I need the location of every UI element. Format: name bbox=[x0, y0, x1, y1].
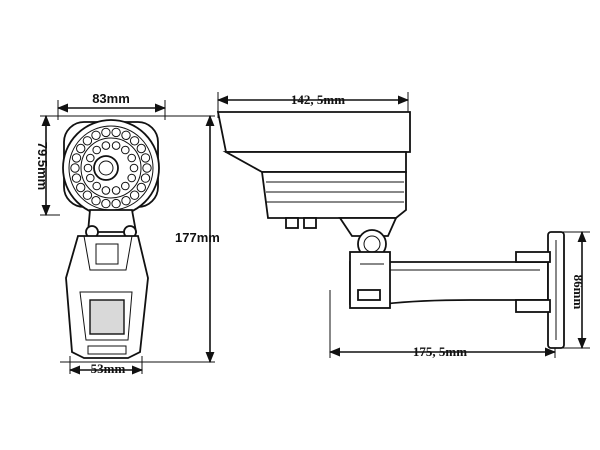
ir-led bbox=[86, 153, 95, 163]
ir-led bbox=[121, 181, 130, 191]
ir-led bbox=[91, 130, 101, 141]
side-view: 142, 5mm 175, 5mm 86mm bbox=[216, 92, 590, 359]
ir-led bbox=[101, 198, 111, 209]
ir-led bbox=[71, 173, 82, 183]
total-length-label: 175, 5mm bbox=[413, 344, 467, 359]
ir-led bbox=[76, 182, 86, 193]
ir-led bbox=[76, 143, 86, 154]
front-width-label: 83mm bbox=[92, 91, 130, 106]
ir-led bbox=[129, 136, 140, 146]
ir-led bbox=[129, 190, 140, 200]
ir-led bbox=[140, 173, 151, 183]
ir-led bbox=[111, 127, 121, 138]
front-height-label: 79.5mm bbox=[35, 142, 50, 190]
ir-led bbox=[127, 153, 136, 163]
ir-led bbox=[101, 186, 111, 195]
ir-led bbox=[82, 136, 93, 146]
mount-arm bbox=[349, 229, 549, 309]
ir-led bbox=[136, 182, 147, 193]
total-height-label: 177mm bbox=[175, 230, 220, 245]
bracket-width-label: 53mm bbox=[91, 361, 126, 376]
ir-led bbox=[140, 153, 151, 163]
ir-led bbox=[83, 163, 93, 173]
ir-led bbox=[71, 153, 82, 163]
camera-housing bbox=[216, 111, 411, 237]
ir-led bbox=[111, 198, 121, 209]
front-view: 83mm 79.5mm 177mm 53mm bbox=[35, 91, 220, 376]
ir-led bbox=[121, 196, 131, 206]
lens-housing bbox=[62, 119, 160, 217]
wall-plate bbox=[515, 231, 565, 349]
ir-led bbox=[121, 130, 131, 141]
ir-led bbox=[101, 141, 111, 150]
ir-led bbox=[121, 145, 130, 155]
ir-led bbox=[82, 190, 93, 200]
ir-led bbox=[70, 163, 80, 173]
ir-led bbox=[92, 181, 101, 191]
ir-led bbox=[136, 143, 147, 154]
ir-led bbox=[91, 196, 101, 206]
ir-led bbox=[92, 145, 101, 155]
ir-led bbox=[101, 127, 111, 138]
bracket-front bbox=[65, 209, 149, 359]
ir-led bbox=[111, 141, 121, 150]
ir-led bbox=[127, 173, 136, 183]
housing-length-label: 142, 5mm bbox=[291, 92, 345, 107]
ir-led-ring bbox=[70, 127, 152, 209]
ir-led bbox=[86, 173, 95, 183]
mount-height-label: 86mm bbox=[571, 275, 586, 310]
ir-led bbox=[129, 163, 139, 173]
ir-led bbox=[142, 163, 152, 173]
ir-led bbox=[111, 186, 121, 195]
